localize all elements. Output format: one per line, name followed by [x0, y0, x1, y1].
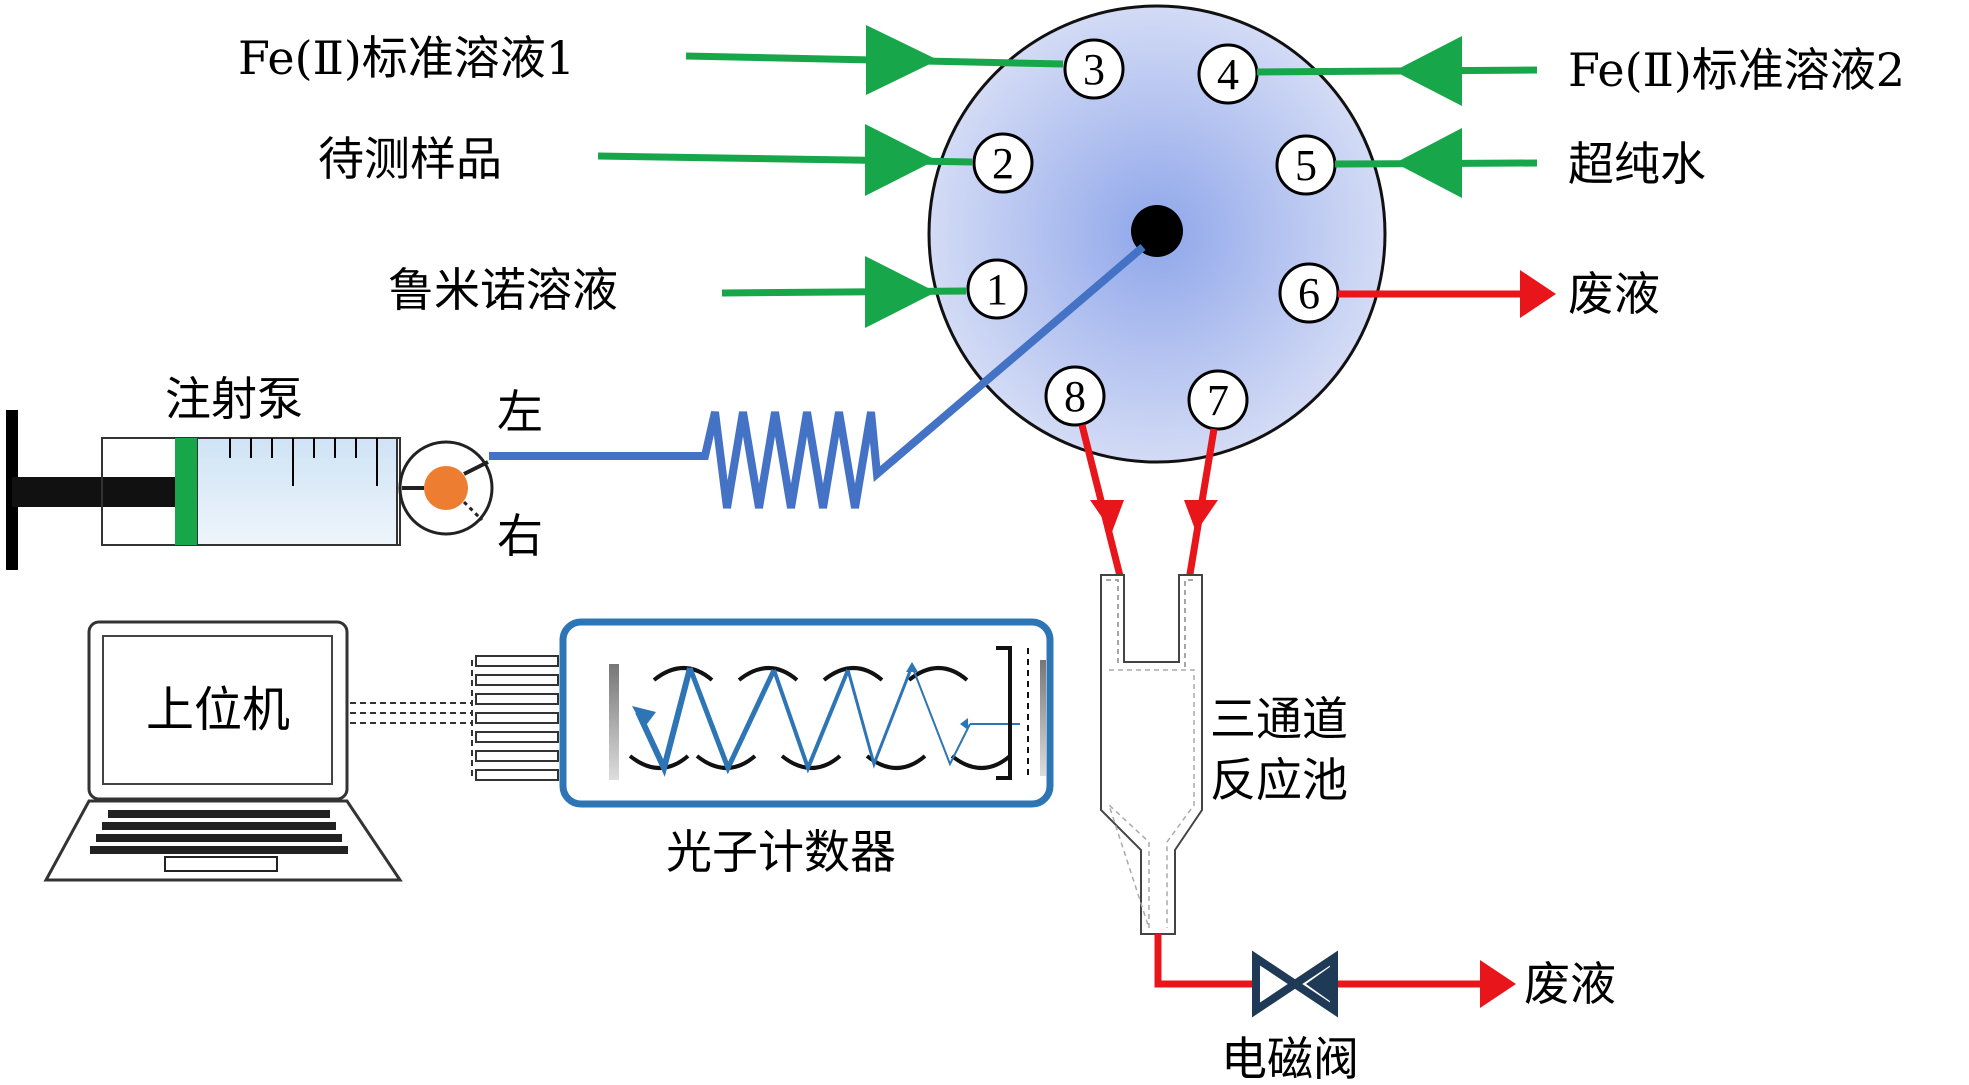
label-fe-std1: Fe(Ⅱ)标准溶液1 [238, 31, 575, 85]
port-6: 6 [1278, 262, 1340, 324]
port-3: 3 [1063, 38, 1125, 100]
svg-text:2: 2 [992, 139, 1014, 188]
laptop-keyboard [90, 810, 348, 854]
label-fe-std2: Fe(Ⅱ)标准溶液2 [1568, 43, 1905, 97]
laptop-icon [43, 620, 403, 882]
outflow-arrow-waste-top [1338, 270, 1556, 318]
svg-text:4: 4 [1217, 50, 1239, 99]
syringe-switch-valve [398, 440, 494, 536]
reaction-coil-tubing [489, 243, 1146, 509]
svg-text:7: 7 [1207, 376, 1229, 425]
port-8: 8 [1044, 365, 1106, 427]
port-7: 7 [1187, 369, 1249, 431]
inflow-arrow-fe-std1 [685, 25, 1064, 95]
label-waste-bottom: 废液 [1524, 957, 1616, 1011]
syringe-scale [229, 438, 378, 486]
label-reactor-line2: 反应池 [1210, 753, 1348, 807]
port-1: 1 [966, 258, 1028, 320]
inflow-arrow-fe-std2 [1256, 36, 1538, 106]
syringe-pump [6, 410, 494, 570]
photocathode [996, 646, 1046, 780]
label-photon-counter: 光子计数器 [666, 825, 896, 879]
port-5: 5 [1275, 134, 1337, 196]
label-syringe-pump: 注射泵 [165, 372, 303, 426]
outflow-line-port7 [1184, 428, 1218, 581]
label-reactor-line1: 三通道 [1210, 692, 1348, 746]
selection-valve: 1 2 3 4 5 6 7 8 [927, 4, 1387, 464]
port-2: 2 [972, 132, 1034, 194]
inflow-arrow-sample [597, 124, 973, 196]
electron-cascade [635, 665, 1020, 777]
label-right: 右 [497, 509, 543, 563]
label-luminol: 鲁米诺溶液 [388, 263, 618, 317]
outflow-line-bottom [1154, 934, 1516, 1008]
svg-text:3: 3 [1083, 45, 1105, 94]
data-cable [350, 660, 473, 780]
label-sample: 待测样品 [318, 132, 502, 186]
label-left: 左 [497, 385, 543, 439]
label-ultrapure-water: 超纯水 [1568, 137, 1706, 191]
three-channel-reaction-cell [1100, 574, 1203, 935]
svg-text:6: 6 [1298, 269, 1320, 318]
port-4: 4 [1197, 43, 1259, 105]
label-host-pc: 上位机 [146, 682, 290, 738]
svg-text:5: 5 [1295, 141, 1317, 190]
label-waste-top: 废液 [1568, 267, 1660, 321]
svg-text:8: 8 [1064, 372, 1086, 421]
svg-text:1: 1 [986, 265, 1008, 314]
solenoid-valve-icon [1252, 950, 1338, 1018]
label-solenoid-valve: 电磁阀 [1221, 1032, 1359, 1085]
valve-center-hole [1131, 205, 1183, 257]
inflow-arrow-ultrapure-water [1334, 128, 1538, 198]
photon-counter [559, 618, 1054, 808]
outflow-line-port8 [1078, 424, 1125, 581]
inflow-arrow-luminol [721, 256, 967, 328]
counter-pins [475, 655, 559, 781]
